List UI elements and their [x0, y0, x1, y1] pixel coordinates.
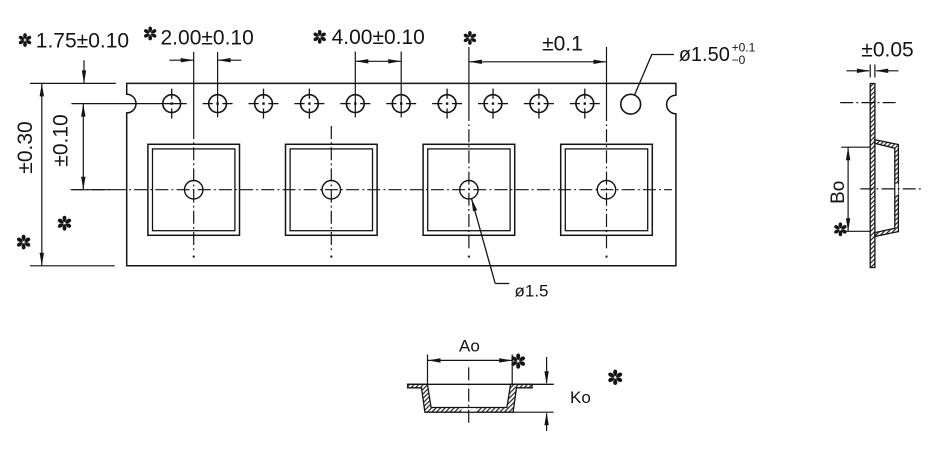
- svg-text:Bo: Bo: [828, 181, 849, 204]
- svg-text:±0.10: ±0.10: [50, 114, 73, 166]
- svg-text:Ko: Ko: [570, 388, 591, 407]
- svg-text:Ao: Ao: [459, 337, 480, 356]
- svg-text:±0.05: ±0.05: [861, 39, 913, 62]
- svg-text:ø1.5: ø1.5: [515, 281, 549, 300]
- svg-text:1.75±0.10: 1.75±0.10: [36, 29, 129, 52]
- svg-text:4.00±0.10: 4.00±0.10: [332, 26, 425, 49]
- svg-text:−0: −0: [732, 53, 746, 67]
- svg-text:2.00±0.10: 2.00±0.10: [161, 26, 254, 49]
- svg-text:±0.1: ±0.1: [542, 33, 583, 56]
- svg-text:+0.1: +0.1: [732, 40, 756, 54]
- svg-text:±0.30: ±0.30: [14, 121, 37, 173]
- svg-text:ø1.50: ø1.50: [679, 44, 730, 66]
